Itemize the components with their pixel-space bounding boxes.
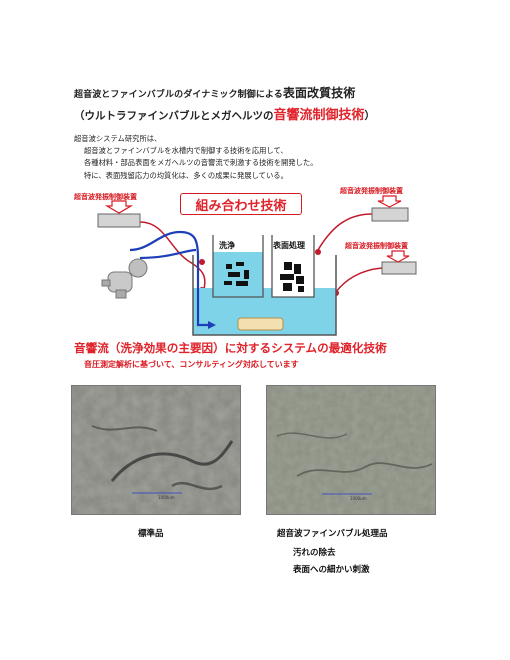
controller-right-mid-label: 超音波発振制御装置 (345, 242, 408, 250)
title-line-1: 超音波とファインバブルのダイナミック制御による表面改質技術 (74, 84, 355, 101)
cable-right-mid (335, 267, 383, 293)
title-line-2: （ウルトラファインバブルとメガヘルツの音響流制御技術） (74, 104, 375, 123)
controller-right-mid-icon (381, 250, 417, 275)
micrograph-treated-scale: 1000um (350, 496, 367, 501)
title-line-2-suffix: ） (364, 110, 376, 122)
circulation-pipe (129, 230, 212, 327)
caption-note-2: 表面への細かい刺激 (293, 565, 370, 575)
title-line-1-emphasis: 表面改質技術 (282, 86, 356, 100)
system-diagram (97, 195, 417, 336)
clean-tank-wall (212, 235, 264, 298)
caption-treated: 超音波ファインバブル処理品 (277, 529, 388, 539)
intro-line-4: 特に、表面残留応力の均質化は、多くの成果に発展している。 (84, 170, 288, 180)
intro-line-3: 各種材料・部品表面をメガヘルツの音響流で刺激する技術を開発した。 (84, 158, 318, 168)
headline: 音響流（洗浄効果の主要因）に対するシステムの最適化技術 (74, 341, 387, 355)
micrograph-standard-image (72, 386, 240, 514)
return-pipe (139, 248, 197, 260)
intro-line-1: 超音波システム研究所は、 (74, 134, 162, 143)
controller-left-label: 超音波発振制御装置 (74, 193, 137, 201)
micrograph-treated-image (267, 386, 435, 514)
clean-tank-parts (224, 262, 249, 286)
surface-tank-wall (271, 235, 315, 298)
controller-left-icon (97, 200, 141, 228)
transducer-plate (237, 317, 284, 331)
micrograph-standard-scale: 1000um (158, 495, 175, 500)
title-line-2-red: 音響流制御技術 (273, 108, 365, 123)
title-line-1-prefix: 超音波とファインバブルのダイナミック制御による (74, 90, 283, 100)
combination-technology-box: 組み合わせ技術 (180, 193, 302, 215)
micrograph-standard: 1000um (71, 385, 241, 515)
micrograph-treated: 1000um (266, 385, 436, 515)
intro-paragraph: 超音波システム研究所は、 超音波とファインバブルを水槽内で制御する技術を応用して… (74, 133, 318, 182)
caption-note-1: 汚れの除去 (293, 548, 336, 558)
cable-connector (315, 249, 321, 255)
combination-label: 組み合わせ技術 (195, 198, 287, 214)
controller-right-top-icon (371, 195, 409, 222)
cable-right-top (317, 213, 373, 251)
caption-standard: 標準品 (138, 529, 164, 539)
controller-right-top-label: 超音波発振制御装置 (340, 187, 403, 195)
main-tank-wall (192, 255, 337, 336)
title-line-2-prefix: （ウルトラファインバブルとメガヘルツの (74, 110, 274, 122)
subline: 音圧測定解析に基づいて、コンサルティング対応しています (84, 360, 299, 369)
tank-clean-label: 洗浄 (219, 241, 235, 250)
intro-line-2: 超音波とファインバブルを水槽内で制御する技術を応用して、 (84, 146, 288, 156)
cable-connector (199, 259, 205, 265)
tank-surface-label: 表面処理 (273, 241, 305, 250)
pump-icon (101, 258, 148, 299)
cable-left (139, 221, 206, 301)
flow-arrow-icon (208, 321, 216, 329)
surface-tank-parts (280, 262, 304, 292)
